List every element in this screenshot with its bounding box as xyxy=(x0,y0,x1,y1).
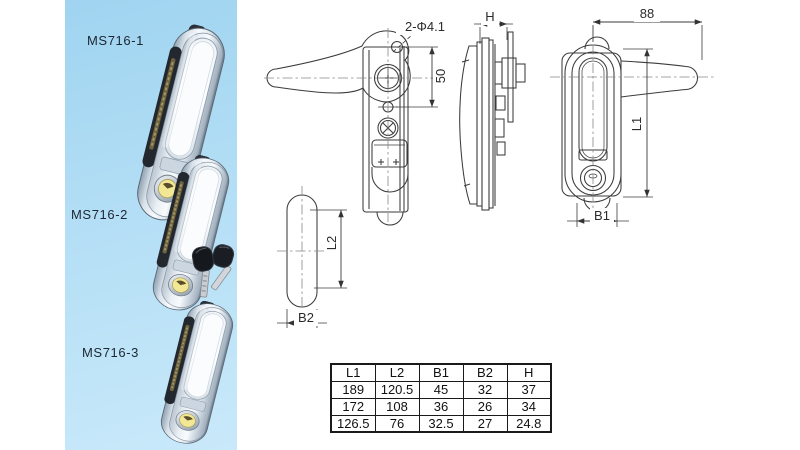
dimension-label-50: 50 xyxy=(433,65,449,87)
table-cell: 189 xyxy=(330,380,376,399)
table-cell: 108 xyxy=(374,397,420,416)
lock-photo-ms716-3 xyxy=(154,297,240,450)
model-label-ms716-3: MS716-3 xyxy=(82,345,139,360)
table-cell: 172 xyxy=(330,397,376,416)
mounting-plate xyxy=(507,31,514,123)
table-cell: 76 xyxy=(374,414,420,433)
table-header-cell: L2 xyxy=(374,363,420,382)
side-view xyxy=(459,21,526,211)
table-header-row: L1 L2 B1 B2 H xyxy=(330,363,552,382)
table-header-cell: H xyxy=(506,363,552,382)
model-label-ms716-2: MS716-2 xyxy=(71,207,128,222)
table-cell: 24.8 xyxy=(506,414,552,433)
dimension-label-b2: B2 xyxy=(294,310,318,326)
table-cell: 32.5 xyxy=(418,414,464,433)
plan-view xyxy=(264,28,438,226)
model-label-ms716-1: MS716-1 xyxy=(87,33,144,48)
cylinder-nut xyxy=(501,57,517,89)
table-header-cell: B1 xyxy=(418,363,464,382)
table-header-cell: B2 xyxy=(462,363,508,382)
table-cell: 120.5 xyxy=(374,380,420,399)
cutout-view xyxy=(277,186,347,328)
table-row: 189 120.5 45 32 37 xyxy=(330,380,552,399)
table-cell: 36 xyxy=(418,397,464,416)
front-view xyxy=(550,19,715,227)
table-cell: 32 xyxy=(462,380,508,399)
spec-table: L1 L2 B1 B2 H 189 120.5 45 32 37 172 108… xyxy=(330,363,552,433)
dimension-label-b1: B1 xyxy=(590,208,614,224)
keys-icon xyxy=(191,244,235,298)
table-cell: 26 xyxy=(462,397,508,416)
table-cell: 34 xyxy=(506,397,552,416)
table-cell: 45 xyxy=(418,380,464,399)
table-cell: 126.5 xyxy=(330,414,376,433)
dimension-label-h: H xyxy=(481,9,499,25)
table-row: 126.5 76 32.5 27 24.8 xyxy=(330,414,552,433)
table-row: 172 108 36 26 34 xyxy=(330,397,552,416)
dimension-label-l1: L1 xyxy=(629,113,645,135)
table-cell: 37 xyxy=(506,380,552,399)
handle-lever xyxy=(620,60,698,98)
dimension-label-88: 88 xyxy=(634,6,660,22)
product-photo-panel: MS716-1 MS716-2 MS716-3 xyxy=(65,0,237,450)
table-cell: 27 xyxy=(462,414,508,433)
technical-drawing xyxy=(264,19,715,328)
dimension-label-l2: L2 xyxy=(324,232,340,254)
table-header-cell: L1 xyxy=(330,363,376,382)
dimension-label-hole: 2-Φ4.1 xyxy=(396,19,454,35)
